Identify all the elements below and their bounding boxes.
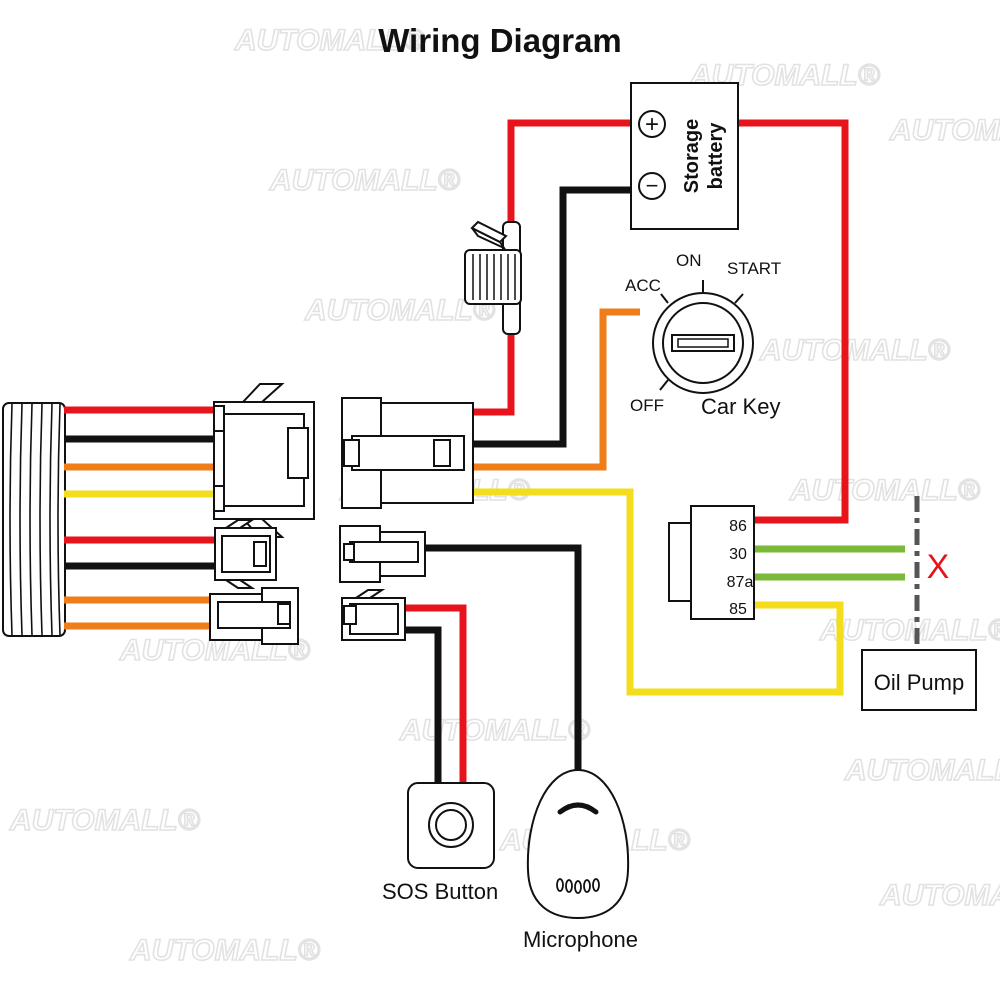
inline-fuse	[464, 220, 522, 335]
sos-connector-male	[209, 587, 299, 645]
relay-pin-85: 85	[729, 601, 747, 618]
power-connector-male	[214, 519, 277, 589]
car-key-label: Car Key	[701, 394, 781, 419]
fuse-output-wire	[474, 333, 515, 416]
relay-control-wire	[474, 488, 844, 696]
connectors	[209, 383, 474, 645]
oil-pump-box	[861, 649, 977, 711]
watermark-text: AUTOMALL®	[269, 164, 461, 197]
diagram-title: Wiring Diagram	[378, 22, 622, 59]
relay: 86 30 87a 85	[668, 505, 755, 620]
watermark-text: AUTOMALL®	[129, 934, 321, 967]
battery-positive-wire	[507, 119, 640, 228]
acc-wire	[474, 308, 640, 471]
ignition-off-label: OFF	[630, 396, 664, 415]
ignition-start-label: START	[727, 259, 782, 278]
wires	[405, 119, 905, 785]
battery-negative-wire	[474, 186, 640, 448]
oil-pump-line: X Oil Pump	[861, 496, 977, 711]
microphone	[526, 768, 630, 920]
relay-pin-30: 30	[729, 546, 747, 563]
main-connector-female	[341, 397, 474, 509]
watermark-text: AUTOMALL®	[234, 24, 426, 57]
relay-pin-87a: 87a	[727, 574, 754, 591]
ignition-acc-label: ACC	[625, 276, 661, 295]
sos-cable-black	[405, 626, 442, 785]
sos-button-label: SOS Button	[382, 879, 499, 904]
watermark-text: AUTOMALL®	[9, 804, 201, 837]
watermark-layer: AUTOMALL® AUTOMALL® AUTOMALL® AUTOMALL® AUTO…	[8, 23, 1000, 968]
watermark-text: AUTOMALL®	[844, 754, 1000, 787]
storage-battery: + − Storage battery	[630, 82, 739, 230]
watermark-text: AUTOMALL®	[819, 614, 1000, 647]
battery-negative-symbol: −	[646, 173, 659, 198]
battery-label-line1: Storage	[681, 119, 703, 193]
microphone-label: Microphone	[523, 927, 638, 952]
watermark-text: AUTOMALL®	[759, 334, 951, 367]
main-connector-male	[213, 383, 315, 538]
watermark-text: AUTOMALL®	[789, 474, 981, 507]
watermark-text: AUTOMALL®	[889, 114, 1000, 147]
watermark-text: AUTOMALL®	[399, 714, 591, 747]
relay-pin-86: 86	[729, 518, 747, 535]
microphone-cable	[425, 544, 582, 775]
cut-mark: X	[927, 548, 950, 586]
relay-86-wire	[738, 119, 849, 524]
sos-cable-red	[405, 604, 467, 785]
battery-label-line2: battery	[705, 122, 727, 190]
watermark-text: AUTOMALL®	[879, 879, 1000, 912]
battery-positive-symbol: +	[645, 111, 659, 138]
microphone-connector	[339, 525, 426, 583]
sos-connector-female	[341, 589, 406, 641]
wire-harness	[2, 402, 215, 637]
sos-button	[407, 782, 495, 869]
ignition-on-label: ON	[676, 251, 702, 270]
ignition-switch	[652, 280, 754, 394]
oil-pump-label: Oil Pump	[874, 670, 964, 695]
harness-wires	[64, 406, 215, 630]
